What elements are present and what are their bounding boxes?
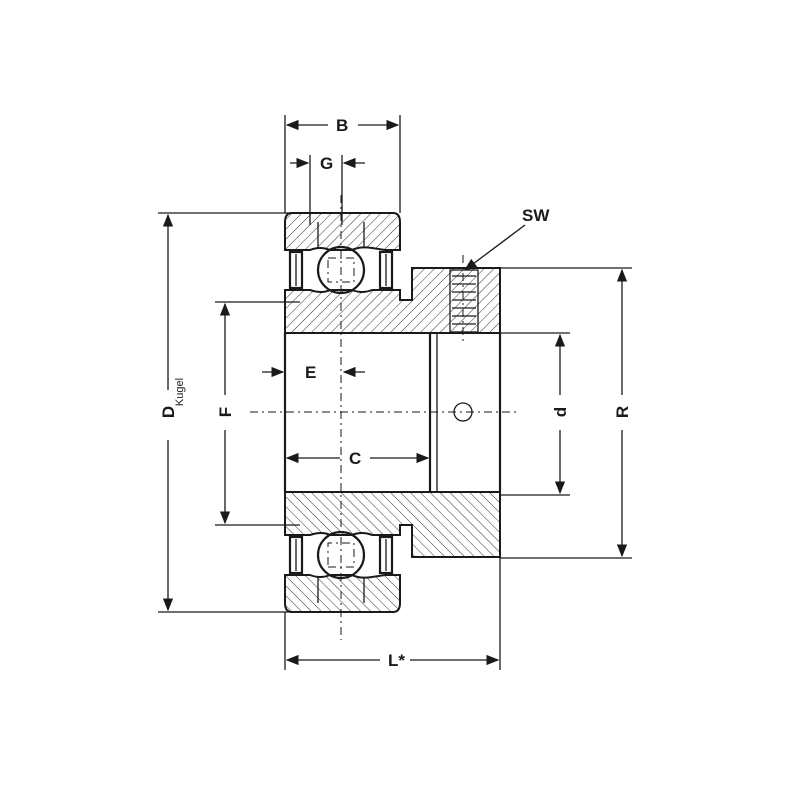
label-L: L* <box>388 651 405 670</box>
label-D: D <box>159 406 178 418</box>
label-B: B <box>336 116 348 135</box>
label-R: R <box>613 406 632 418</box>
bearing-upper-half <box>283 211 502 335</box>
label-E: E <box>305 363 316 382</box>
dimension-lines <box>162 119 628 666</box>
label-SW: SW <box>522 206 550 225</box>
label-d: d <box>551 407 570 417</box>
bearing-lower-half <box>283 490 502 614</box>
label-F: F <box>216 407 235 417</box>
label-Kugel: Kugel <box>174 378 186 406</box>
label-G: G <box>320 154 333 173</box>
extension-lines <box>158 115 632 670</box>
label-C: C <box>349 449 361 468</box>
